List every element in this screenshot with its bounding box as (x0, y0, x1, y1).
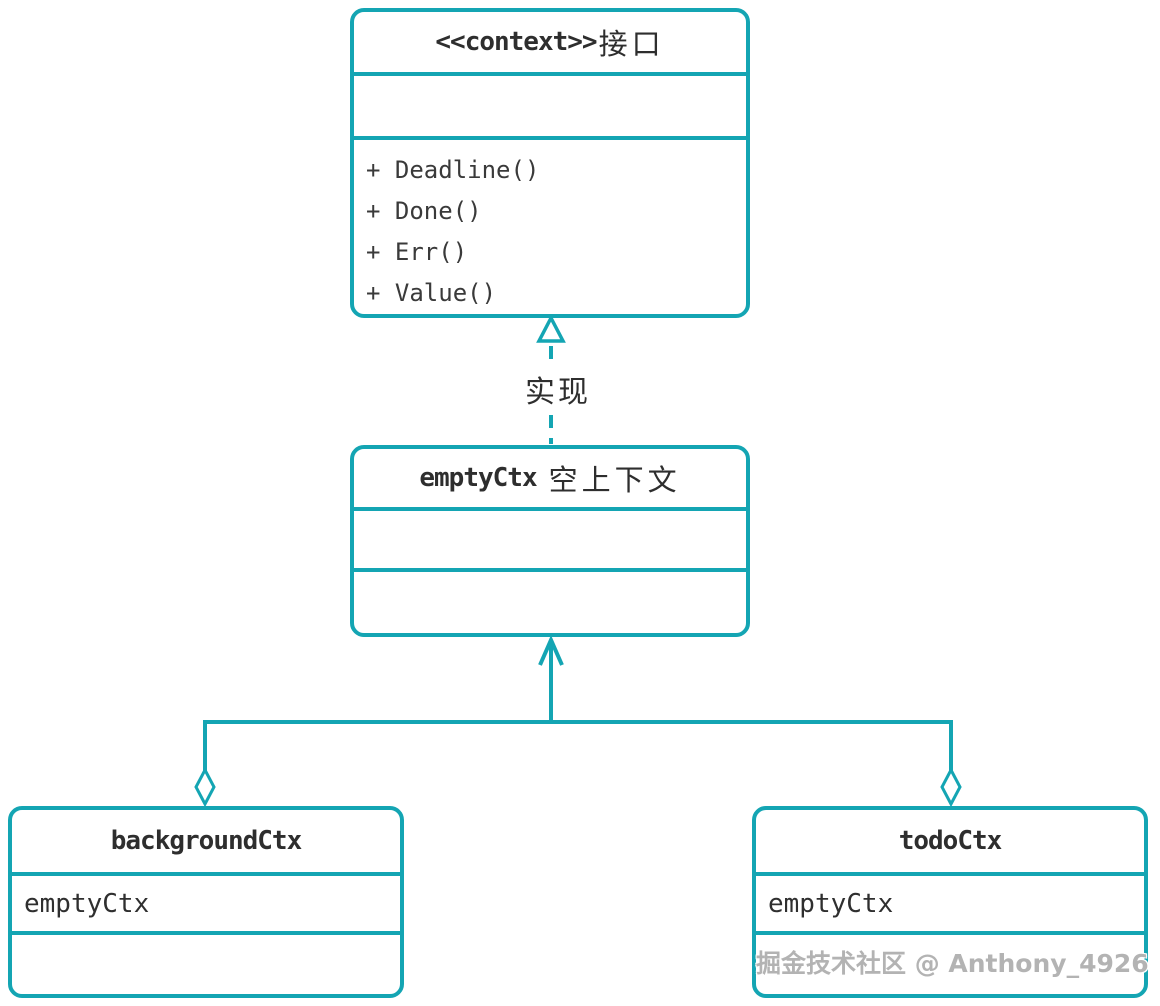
interface-methods: + Deadline() + Done() + Err() + Value() (354, 136, 746, 314)
todoctx-field: emptyCtx (756, 872, 1144, 931)
todoctx-title-text: todoCtx (898, 826, 1003, 856)
emptyctx-attributes-empty (354, 507, 746, 568)
emptyctx-title: emptyCtx 空上下文 (354, 449, 746, 507)
emptyctx-title-code: emptyCtx (419, 463, 537, 493)
realization-arrowhead-icon (536, 314, 566, 343)
watermark-text: 掘金技术社区 @ Anthony_4926 (756, 949, 1149, 978)
emptyctx-class-box: emptyCtx 空上下文 (350, 445, 750, 637)
aggregation-diamond-left-icon (194, 766, 216, 808)
emptyctx-methods-empty (354, 568, 746, 633)
interface-title-code: <<context>> (435, 27, 597, 57)
aggregation-diamond-right-icon (940, 766, 962, 808)
method-done: + Done() (366, 197, 482, 225)
generalization-arrowhead-icon (538, 635, 564, 666)
todoctx-title: todoCtx (756, 810, 1144, 872)
todoctx-class-box: todoCtx emptyCtx 掘金技术社区 @ Anthony_4926 (752, 806, 1149, 998)
backgroundctx-class-box: backgroundCtx emptyCtx (8, 806, 404, 998)
backgroundctx-methods-empty (12, 931, 400, 994)
realization-label: 实现 (516, 368, 600, 410)
todoctx-methods-empty: 掘金技术社区 @ Anthony_4926 (756, 931, 1149, 994)
emptyctx-title-cjk: 空上下文 (548, 463, 681, 497)
method-deadline: + Deadline() (366, 156, 540, 184)
backgroundctx-title: backgroundCtx (12, 810, 400, 872)
backgroundctx-title-text: backgroundCtx (110, 826, 302, 856)
interface-attributes-empty (354, 72, 746, 136)
interface-title: <<context>> 接口 (354, 12, 746, 72)
method-err: + Err() (366, 238, 468, 266)
interface-title-cjk: 接口 (598, 27, 665, 61)
interface-method-list: + Deadline() + Done() + Err() + Value() (354, 140, 746, 314)
method-value: + Value() (366, 279, 497, 307)
interface-class-box: <<context>> 接口 + Deadline() + Done() + E… (350, 8, 750, 318)
backgroundctx-field: emptyCtx (12, 872, 400, 931)
